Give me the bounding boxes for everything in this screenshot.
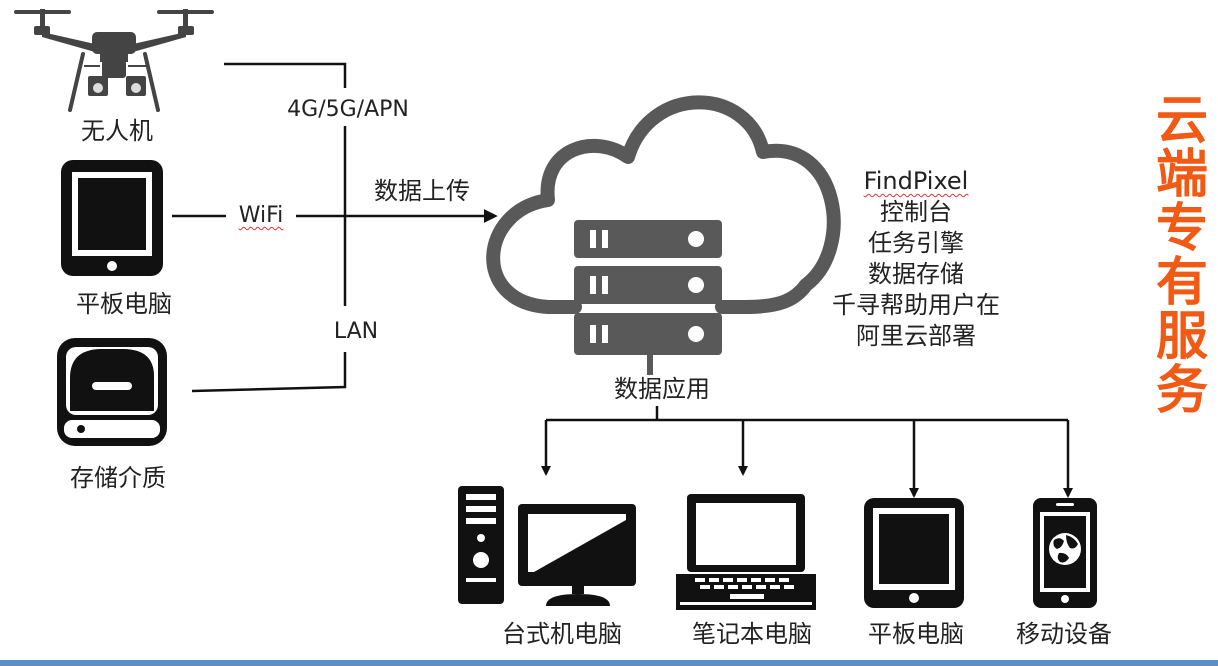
label-upload: 数据上传 [374,177,470,205]
feature-item: 控制台 [880,198,952,226]
feature-list: FindPixel 控制台 任务引擎 数据存储 千寻帮助用户在 阿里云部署 [832,166,1000,352]
drone-icon [14,9,214,112]
feature-item: 千寻帮助用户在 [832,291,1000,319]
label-desktop: 台式机电脑 [502,620,622,648]
label-laptop: 笔记本电脑 [692,620,812,648]
smartphone-icon [1033,498,1097,608]
label-lan: LAN [333,319,379,344]
label-drone: 无人机 [81,117,153,145]
tablet-icon [61,160,163,276]
hard-drive-icon [57,338,167,446]
label-tablet-bottom: 平板电脑 [868,620,964,648]
tablet-icon [864,498,964,608]
title-char: 专 [1155,199,1208,259]
label-wifi: WiFi [238,203,284,228]
title-char: 服 [1155,307,1208,367]
bottom-bar [0,660,1218,666]
label-cellular: 4G/5G/APN [287,97,409,122]
title-char: 云 [1155,91,1208,151]
cloud-server-icon [486,95,841,375]
title-char: 端 [1155,145,1208,205]
feature-item: 阿里云部署 [856,322,976,350]
label-tablet: 平板电脑 [76,290,172,318]
label-data-application: 数据应用 [614,375,710,403]
distribution-lines [546,406,1068,422]
laptop-icon [676,494,816,610]
vertical-title: 云 端 专 有 服 务 [1152,94,1212,418]
title-char: 务 [1155,361,1208,421]
label-mobile: 移动设备 [1016,620,1112,648]
label-storage: 存储介质 [70,464,166,492]
desktop-computer-icon [458,486,636,606]
feature-item: 任务引擎 [868,229,964,257]
feature-item: FindPixel [863,167,969,195]
feature-item: 数据存储 [868,260,964,288]
title-char: 有 [1155,253,1208,313]
